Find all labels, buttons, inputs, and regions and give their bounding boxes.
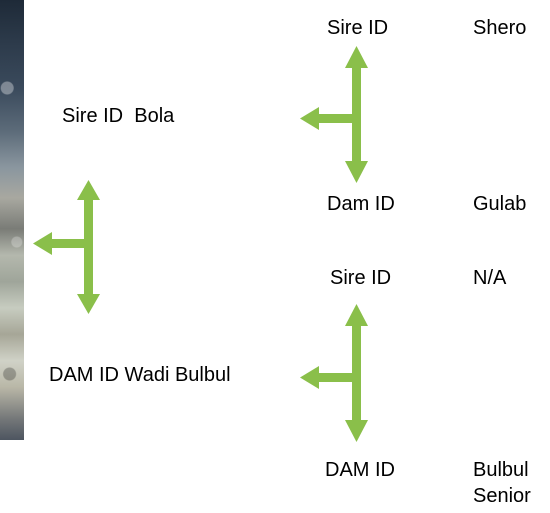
top-connector-arrow: [300, 46, 368, 183]
dam-id-bottom-label: DAM ID: [325, 459, 395, 481]
dam-id-mid-label: Dam ID: [327, 193, 395, 215]
bottom-down-arrowhead: [345, 420, 368, 442]
sire-id-top-label: Sire ID: [327, 17, 389, 39]
sire-id-lower-label: Sire ID: [330, 267, 392, 289]
dam-wadi-bulbul-label: DAM ID Wadi Bulbul: [49, 364, 231, 386]
top-down-arrowhead: [345, 161, 368, 183]
bulbul-label: Bulbul: [473, 459, 529, 481]
shero-label: Shero: [473, 17, 527, 39]
senior-label: Senior: [473, 485, 531, 507]
bottom-side-arrowhead: [300, 366, 319, 389]
gulab-label: Gulab: [473, 193, 527, 215]
left-up-arrowhead: [77, 180, 100, 200]
bottom-connector-arrow: [300, 304, 368, 442]
top-up-arrowhead: [345, 46, 368, 68]
left-connector-arrow: [33, 180, 100, 314]
horse-photo: [0, 0, 24, 440]
left-horizontal-shaft: [46, 239, 88, 248]
bottom-up-arrowhead: [345, 304, 368, 326]
bottom-horizontal-shaft: [314, 373, 357, 382]
left-down-arrowhead: [77, 294, 100, 314]
top-side-arrowhead: [300, 107, 319, 130]
left-side-arrowhead: [33, 232, 52, 255]
sire-bola-label: Sire ID Bola: [62, 105, 175, 127]
left-vertical-shaft: [84, 192, 93, 302]
na-label: N/A: [473, 267, 507, 289]
top-horizontal-shaft: [314, 114, 357, 123]
